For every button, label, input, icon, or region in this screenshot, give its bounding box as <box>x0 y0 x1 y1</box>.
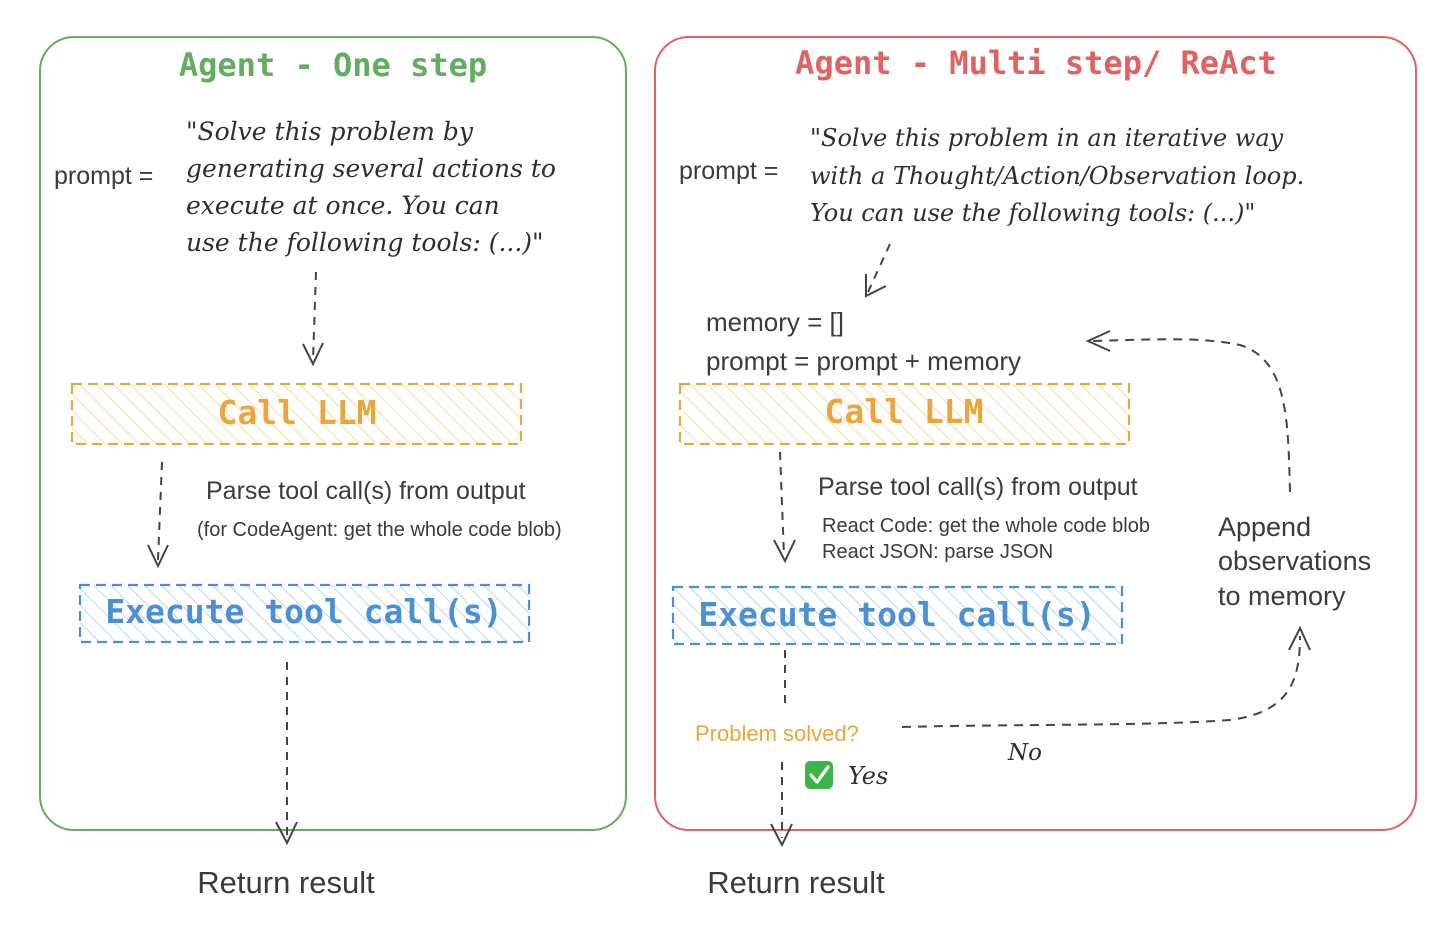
left-execute-box: Execute tool call(s) <box>78 583 531 644</box>
left-call-llm-label: Call LLM <box>218 393 377 432</box>
right-prompt-line-1: "Solve this problem in an iterative way <box>810 124 1284 152</box>
loop-arrow-no-to-append <box>901 625 1311 728</box>
left-parse-label: Parse tool call(s) from output <box>206 477 526 505</box>
left-arrow-llm-to-execute <box>147 461 169 569</box>
arrow-yes-to-return <box>770 762 793 848</box>
left-prompt-line-3: execute at once. You can <box>186 191 500 220</box>
left-panel: Agent - One step prompt = "Solve this pr… <box>39 36 627 900</box>
right-arrow-prompt-to-memory <box>865 243 891 298</box>
append-line-1: Append <box>1218 512 1311 542</box>
left-panel-frame <box>39 36 627 831</box>
no-label: No <box>1007 740 1042 766</box>
right-call-llm-label: Call LLM <box>825 392 984 431</box>
right-call-llm-box: Call LLM <box>678 382 1131 446</box>
problem-solved-label: Problem solved? <box>695 721 859 746</box>
right-prompt-text: "Solve this problem in an iterative way … <box>810 124 1304 227</box>
right-arrow-llm-to-execute <box>773 451 796 564</box>
right-execute-box: Execute tool call(s) <box>671 585 1124 646</box>
right-parse-note-code: React Code: get the whole code blob <box>822 515 1150 537</box>
left-prompt-text: "Solve this problem by generating severa… <box>186 117 556 257</box>
left-parse-note: (for CodeAgent: get the whole code blob) <box>197 519 562 541</box>
yes-label: Yes <box>848 762 888 790</box>
memory-prompt: prompt = prompt + memory <box>706 346 1021 376</box>
loop-arrow-append-to-memory <box>1085 330 1291 493</box>
right-return-result: Return result <box>707 865 885 900</box>
right-prompt-line-2: with a Thought/Action/Observation loop. <box>810 162 1304 190</box>
left-prompt-line-4: use the following tools: (...)" <box>186 228 544 257</box>
right-parse-note-json: React JSON: parse JSON <box>822 541 1053 563</box>
right-prompt-label: prompt = <box>679 157 778 185</box>
left-prompt-line-2: generating several actions to <box>186 154 556 183</box>
right-panel: Agent - Multi step/ ReAct prompt = "Solv… <box>654 36 1417 900</box>
append-line-2: observations <box>1218 546 1371 576</box>
left-arrow-execute-to-return <box>275 662 298 846</box>
right-parse-label: Parse tool call(s) from output <box>818 473 1138 501</box>
left-execute-label: Execute tool call(s) <box>105 592 502 631</box>
left-panel-title: Agent - One step <box>179 46 487 84</box>
right-panel-frame <box>654 36 1417 831</box>
right-execute-label: Execute tool call(s) <box>698 595 1095 634</box>
check-mark-icon <box>805 761 833 789</box>
right-prompt-line-3: You can use the following tools: (...)" <box>810 199 1255 227</box>
left-prompt-line-1: "Solve this problem by <box>186 117 474 146</box>
append-observations-text: Append observations to memory <box>1218 512 1371 611</box>
append-line-3: to memory <box>1218 581 1346 611</box>
memory-init: memory = [] <box>706 307 844 337</box>
left-call-llm-box: Call LLM <box>70 382 523 446</box>
left-arrow-prompt-to-llm <box>302 271 324 367</box>
right-panel-title: Agent - Multi step/ ReAct <box>795 44 1277 82</box>
left-return-result: Return result <box>197 865 375 900</box>
left-prompt-label: prompt = <box>54 162 153 190</box>
